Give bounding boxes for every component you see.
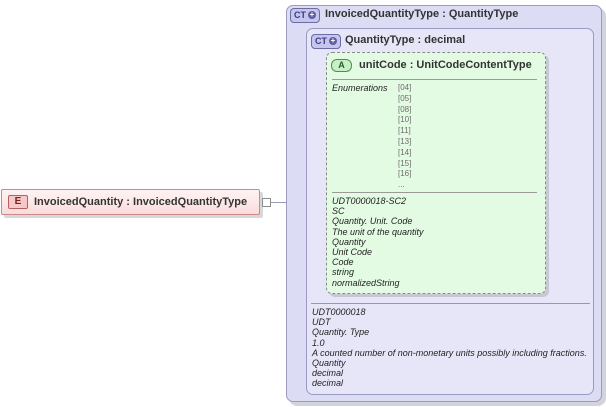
enumeration-value: [16]: [398, 169, 412, 179]
outer-type-divider: [311, 303, 590, 304]
type-meta-line: decimal: [312, 368, 344, 379]
attribute-meta-line: string: [332, 267, 355, 278]
attribute-title: unitCode : UnitCodeContentType: [359, 59, 532, 71]
type-meta-line: UDT0000018: [312, 307, 366, 317]
enumeration-value: [13]: [398, 136, 412, 146]
attribute-metadata: UDT0000018-SC2 SC Quantity. Unit. Code T…: [332, 196, 424, 288]
enumeration-value: [10]: [398, 115, 412, 125]
attribute-meta-line: Quantity. Unit. Code: [332, 216, 413, 227]
type-meta-line: A counted number of non-monetary units p…: [312, 347, 587, 358]
enumeration-value: [11]: [398, 126, 411, 136]
enumerations-list: [04] [05] [08] [10] [11] [13] [14] [15] …: [398, 83, 411, 191]
enumeration-value: [14]: [398, 147, 412, 157]
complex-type-badge-icon: CT +: [311, 34, 341, 49]
inner-type-title: QuantityType : decimal: [345, 34, 466, 46]
attribute-divider-bottom: [332, 192, 537, 193]
attribute-meta-line: Code: [332, 257, 354, 268]
type-meta-line: Quantity: [312, 358, 346, 369]
enumeration-value: [04]: [398, 83, 412, 92]
enumeration-value: [05]: [398, 93, 412, 103]
attribute-meta-line: Quantity: [332, 236, 366, 247]
type-meta-line: UDT: [312, 317, 331, 328]
expand-plus-icon: +: [308, 10, 316, 19]
enumeration-value: [08]: [398, 104, 412, 114]
element-node-invoiced-quantity[interactable]: E InvoicedQuantity : InvoicedQuantityTyp…: [1, 189, 260, 215]
sequence-connector-icon[interactable]: [262, 198, 271, 207]
expand-plus-icon: +: [329, 36, 337, 45]
attribute-meta-line: Unit Code: [332, 247, 373, 258]
connector-line-horizontal-1: [271, 202, 287, 203]
attribute-meta-line: The unit of the quantity: [332, 226, 424, 237]
type-meta-line: Quantity. Type: [312, 327, 370, 338]
type-meta-line: decimal: [312, 378, 344, 389]
enumerations-label: Enumerations: [332, 83, 388, 93]
complex-type-badge-icon: CT +: [290, 8, 320, 23]
element-title: InvoicedQuantity : InvoicedQuantityType: [34, 196, 248, 208]
type-meta-line: 1.0: [312, 337, 325, 348]
outer-type-metadata: UDT0000018 UDT Quantity. Type 1.0 A coun…: [312, 307, 587, 389]
attribute-divider-top: [332, 79, 537, 80]
outer-type-title: InvoicedQuantityType : QuantityType: [325, 8, 519, 20]
attribute-unit-code[interactable]: A unitCode : UnitCodeContentType Enumera…: [326, 52, 546, 294]
outer-type-badge-text: CT: [294, 10, 306, 20]
enumeration-value: [15]: [398, 158, 412, 168]
attribute-meta-line: normalizedString: [332, 277, 400, 288]
attribute-badge-icon: A: [331, 59, 352, 72]
attribute-meta-line: UDT0000018-SC2: [332, 196, 407, 206]
attribute-meta-line: SC: [332, 206, 345, 217]
element-badge-icon: E: [8, 195, 28, 209]
enumeration-more: ...: [398, 180, 405, 190]
inner-type-badge-text: CT: [315, 36, 327, 46]
